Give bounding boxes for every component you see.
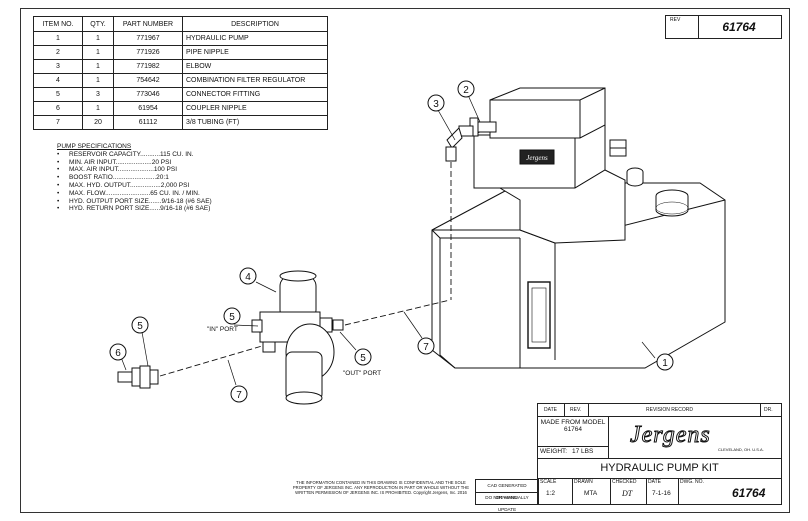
- in-port-label: "IN" PORT: [207, 326, 238, 333]
- date-label: DATE: [648, 479, 661, 485]
- list-item: •RESERVOIR CAPACITY...........115 CU. IN…: [57, 150, 194, 158]
- bom-cell: 3/8 TUBING (FT): [182, 115, 328, 130]
- callout-7-right: 7: [417, 337, 435, 355]
- callout-5-in-port: 5: [223, 307, 241, 325]
- callout-3: 3: [427, 94, 445, 112]
- svg-text:5: 5: [229, 312, 235, 323]
- made-from-label: MADE FROM MODEL: [540, 419, 606, 426]
- list-item: •HYD. RETURN PORT SIZE......9/16-18 (#6 …: [57, 205, 211, 213]
- callout-5-left: 5: [131, 316, 149, 334]
- callout-6: 6: [109, 343, 127, 361]
- svg-text:4: 4: [245, 272, 251, 283]
- pump-logo-text: Jergens: [526, 154, 548, 162]
- filter-regulator-drawing: [251, 270, 344, 405]
- drawn-value: MTA: [584, 490, 598, 497]
- list-item: •BOOST RATIO........................20:1: [57, 174, 169, 182]
- spec-value: 9/16-18 (#6 SAE): [161, 197, 212, 205]
- svg-text:7: 7: [236, 390, 242, 401]
- spec-label: MAX. FLOW.........................: [69, 189, 151, 197]
- svg-text:3: 3: [433, 99, 439, 110]
- pipe-nipple-and-elbow-drawing: [445, 117, 497, 300]
- rev-header-date: DATE: [544, 407, 557, 413]
- rev-label: REV: [670, 17, 681, 23]
- revision-corner-box: REV 61764: [665, 15, 782, 39]
- spec-label: MIN. AIR INPUT....................: [69, 158, 152, 166]
- spec-label: MAX. AIR INPUT....................: [69, 166, 154, 174]
- made-from-value: 61764: [563, 426, 583, 433]
- spec-label: MAX. HYD. OUTPUT.................: [69, 181, 161, 189]
- company-logo: Jergens: [630, 422, 711, 449]
- rev-header-dr: DR.: [764, 407, 773, 413]
- callout-7-left: 7: [230, 385, 248, 403]
- weight-label: WEIGHT:: [540, 448, 568, 455]
- list-item: •MIN. AIR INPUT....................20 PS…: [57, 158, 172, 166]
- rev-header-rev: REV.: [570, 407, 582, 413]
- list-item: •HYD. OUTPUT PORT SIZE.......9/16-18 (#6…: [57, 197, 212, 205]
- rev-header-record: REVISION RECORD: [646, 407, 693, 413]
- specs-title: PUMP SPECIFICATIONS: [57, 143, 132, 150]
- svg-text:1: 1: [662, 358, 668, 369]
- title-block: DATE REV. REVISION RECORD DR. MADE FROM …: [537, 403, 782, 505]
- made-from-cell: MADE FROM MODEL 61764: [538, 416, 609, 447]
- scale-label: SCALE: [540, 479, 557, 485]
- checked-label: CHECKED: [612, 479, 637, 485]
- svg-text:5: 5: [137, 321, 143, 332]
- cad-note-box: CAD GENERATED DRAWING. DO NOT MANUALLY U…: [475, 479, 539, 512]
- callout-4: 4: [239, 267, 257, 285]
- drawn-label: DRAWN: [574, 479, 593, 485]
- company-logo-cell: Jergens CLEVELAND, OH. U.S.A.: [608, 416, 781, 459]
- svg-text:7: 7: [423, 342, 429, 353]
- weight-value: 17 LBS: [572, 448, 594, 455]
- bom-cell: 61112: [113, 115, 183, 130]
- confidential-note: THE INFORMATION CONTAINED IN THIS DRAWIN…: [292, 480, 470, 496]
- cad-note-line2: DO NOT MANUALLY UPDATE: [485, 495, 529, 512]
- svg-text:5: 5: [360, 353, 366, 364]
- spec-value: 2,000 PSI: [160, 181, 190, 189]
- callout-1: 1: [656, 353, 674, 371]
- dwg-no-label: DWG. NO.: [680, 479, 704, 485]
- company-location: CLEVELAND, OH. U.S.A.: [718, 447, 764, 452]
- spec-label: BOOST RATIO........................: [69, 174, 157, 182]
- hydraulic-pump-drawing: Jergens: [431, 87, 726, 369]
- spec-value: 65 CU. IN. / MIN.: [150, 189, 200, 197]
- spec-label: HYD. RETURN PORT SIZE......: [69, 205, 161, 213]
- drawing-title: HYDRAULIC PUMP KIT: [538, 458, 781, 479]
- scale-value: 1:2: [546, 490, 556, 497]
- pump-specifications: PUMP SPECIFICATIONS •RESERVOIR CAPACITY.…: [57, 143, 212, 213]
- spec-value: 20 PSI: [151, 158, 172, 166]
- checked-value: DT: [622, 489, 633, 498]
- callout-5-out-port: 5: [354, 348, 372, 366]
- spec-label: RESERVOIR CAPACITY...........: [69, 150, 161, 158]
- weight-cell: WEIGHT: 17 LBS: [538, 446, 609, 459]
- drawing-frame: [20, 8, 790, 513]
- list-item: •MAX. AIR INPUT....................100 P…: [57, 166, 178, 174]
- svg-text:6: 6: [115, 348, 121, 359]
- drawing-number-top: 61764: [698, 16, 779, 38]
- spec-value: 20:1: [156, 174, 169, 182]
- spec-value: 9/16-18 (#6 SAE): [160, 205, 211, 213]
- out-port-label: "OUT" PORT: [343, 370, 381, 377]
- revision-record-row: DATE REV. REVISION RECORD DR.: [538, 404, 781, 417]
- callout-2: 2: [457, 80, 475, 98]
- dwg-no-value: 61764: [732, 486, 766, 500]
- cad-note-line1: CAD GENERATED DRAWING.: [476, 480, 538, 500]
- bom-header-row: ITEM NO. QTY. PART NUMBER DESCRIPTION: [33, 16, 328, 32]
- spec-value: 115 CU. IN.: [160, 150, 194, 158]
- coupler-nipple-drawing: [117, 365, 159, 389]
- list-item: •MAX. HYD. OUTPUT.................2,000 …: [57, 181, 190, 189]
- title-block-bottom-row: SCALE 1:2 DRAWN MTA CHECKED DT DATE 7-1-…: [538, 478, 781, 504]
- list-item: •MAX. FLOW.........................65 CU…: [57, 189, 200, 197]
- spec-value: 100 PSI: [153, 166, 178, 174]
- svg-text:2: 2: [463, 85, 469, 96]
- leader-lines: [118, 94, 656, 386]
- date-value: 7-1-16: [652, 490, 671, 497]
- spec-label: HYD. OUTPUT PORT SIZE.......: [69, 197, 162, 205]
